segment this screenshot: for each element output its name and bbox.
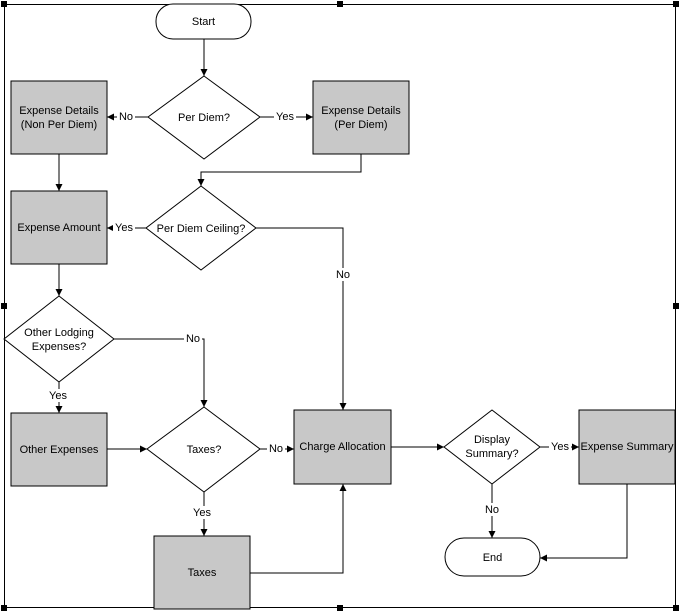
resize-handle-bl[interactable] bbox=[1, 605, 7, 611]
resize-handle-tr[interactable] bbox=[673, 1, 679, 7]
node-other-lodging-line1: Other Lodging bbox=[24, 327, 94, 339]
node-per-diem-label: Per Diem? bbox=[178, 112, 230, 124]
resize-handle-t[interactable] bbox=[337, 1, 343, 7]
node-details-per-diem[interactable]: Expense Details (Per Diem) bbox=[312, 80, 410, 155]
node-per-diem[interactable]: Per Diem? bbox=[147, 75, 261, 160]
edge-summary-end bbox=[540, 484, 628, 562]
node-other-expenses[interactable]: Other Expenses bbox=[10, 412, 108, 487]
node-display-summary[interactable]: Display Summary? bbox=[443, 409, 541, 485]
node-details-per-line1: Expense Details bbox=[321, 105, 401, 117]
node-details-per-line2: (Per Diem) bbox=[334, 119, 387, 131]
label-ceiling-yes: Yes bbox=[115, 222, 133, 234]
label-lodging-no: No bbox=[186, 333, 200, 345]
node-charge-allocation-label: Charge Allocation bbox=[299, 441, 385, 453]
node-per-diem-ceiling-label: Per Diem Ceiling? bbox=[157, 223, 246, 235]
resize-handle-tl[interactable] bbox=[1, 1, 7, 7]
node-expense-amount-label: Expense Amount bbox=[17, 222, 100, 234]
node-display-summary-line1: Display bbox=[474, 434, 511, 446]
label-taxes-yes: Yes bbox=[193, 507, 211, 519]
node-taxes[interactable]: Taxes bbox=[153, 535, 251, 610]
edge-perdiem-ceiling bbox=[197, 154, 362, 186]
node-display-summary-line2: Summary? bbox=[465, 448, 518, 460]
node-end[interactable]: End bbox=[444, 537, 541, 577]
label-taxes-no: No bbox=[269, 443, 283, 455]
label-lodging-yes: Yes bbox=[49, 390, 67, 402]
resize-handle-b[interactable] bbox=[337, 605, 343, 611]
node-other-lodging-line2: Expenses? bbox=[32, 341, 86, 353]
label-display-no: No bbox=[485, 504, 499, 516]
edge-lodging-no bbox=[114, 338, 208, 407]
node-details-non-line1: Expense Details bbox=[19, 105, 99, 117]
edge-labels: No Yes Yes No Yes No Yes No Yes No bbox=[47, 110, 571, 519]
node-expense-summary[interactable]: Expense Summary bbox=[578, 409, 676, 485]
label-perdiem-yes: Yes bbox=[276, 111, 294, 123]
resize-handle-l[interactable] bbox=[1, 303, 7, 309]
label-perdiem-no: No bbox=[119, 111, 133, 123]
resize-handle-r[interactable] bbox=[673, 303, 679, 309]
edge-taxes-charge bbox=[250, 484, 347, 574]
node-start[interactable]: Start bbox=[155, 3, 252, 40]
node-taxes-label: Taxes bbox=[188, 567, 217, 579]
label-display-yes: Yes bbox=[551, 441, 569, 453]
node-other-expenses-label: Other Expenses bbox=[20, 444, 99, 456]
node-charge-allocation[interactable]: Charge Allocation bbox=[293, 409, 392, 485]
node-details-non-line2: (Non Per Diem) bbox=[21, 119, 97, 131]
node-taxes-question[interactable]: Taxes? bbox=[146, 406, 261, 493]
node-per-diem-ceiling[interactable]: Per Diem Ceiling? bbox=[145, 185, 257, 271]
node-taxes-question-label: Taxes? bbox=[187, 444, 222, 456]
node-expense-summary-label: Expense Summary bbox=[581, 441, 674, 453]
edge-ceiling-no bbox=[256, 227, 347, 410]
node-details-non-per-diem[interactable]: Expense Details (Non Per Diem) bbox=[10, 80, 108, 155]
node-expense-amount[interactable]: Expense Amount bbox=[10, 190, 108, 265]
label-ceiling-no: No bbox=[336, 269, 350, 281]
node-start-label: Start bbox=[192, 16, 215, 28]
node-other-lodging[interactable]: Other Lodging Expenses? bbox=[3, 295, 115, 383]
resize-handle-br[interactable] bbox=[673, 605, 679, 611]
node-end-label: End bbox=[483, 552, 503, 564]
